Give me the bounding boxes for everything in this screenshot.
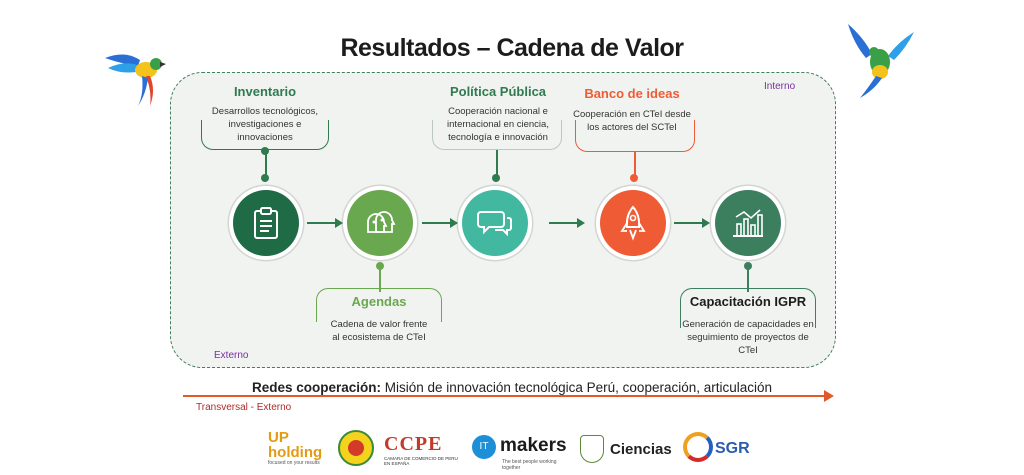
itmakers-logo: IT makers The best people working togeth… [472,433,572,471]
flow-arrow [674,218,710,228]
ciencias-logo: Ciencias [580,433,675,467]
inventario-text: Desarrollos tecnológicos, investigacione… [211,106,319,143]
redes-text: Misión de innovación tecnológica Perú, c… [381,380,773,395]
redes-cooperacion: Redes cooperación: Misión de innovación … [0,380,1024,395]
banco-bracket [575,120,695,152]
politica-text: Cooperación nacional e internacional en … [447,106,549,143]
itmakers-text: makers [500,435,567,456]
colombia-shield-icon [580,435,604,463]
politica-bracket [432,120,562,150]
connector-dot [261,147,269,155]
capacitacion-title: Capacitación IGPR [689,294,807,309]
banco-text: Cooperación en CTeI desde los actores de… [573,109,691,133]
transversal-arrow [183,390,834,402]
interno-label: Interno [764,81,796,92]
rocket-icon [600,190,666,256]
parrot-left-icon [100,28,180,108]
connector-dot [261,174,269,182]
ccpe-logo-text: CCPE [384,433,443,455]
politica-title: Política Pública [449,84,547,99]
sgr-logo: SGR [683,432,759,468]
parrot-right-icon [838,18,920,100]
agendas-title: Agendas [351,294,407,309]
capacitacion-text: Generación de capacidades en seguimiento… [682,319,814,356]
externo-label: Externo [214,350,249,361]
clipboard-icon [233,190,299,256]
ciencias-text: Ciencias [610,441,672,458]
bar-chart-icon [715,190,781,256]
itmakers-circle: IT [472,435,496,459]
flow-arrow [422,218,458,228]
inventario-bracket [201,120,329,150]
flow-arrow [307,218,343,228]
sgr-swirl-icon [683,432,713,462]
ccpe-logo-sub: CAMARA DE COMERCIO DE PERU EN ESPAÑA [384,456,458,466]
heads-icon [347,190,413,256]
flow-arrow [549,218,585,228]
speech-bubbles-icon [462,190,528,256]
banco-title: Banco de ideas [584,86,680,101]
seal-logo [338,430,374,466]
connector-dot [630,174,638,182]
upholding-logo-text: UP holding [268,429,323,461]
ccpe-logo: CCPE CAMARA DE COMERCIO DE PERU EN ESPAÑ… [384,433,464,466]
connector-dot [492,174,500,182]
inventario-title: Inventario [233,84,297,99]
agendas-text: Cadena de valor frente al ecosistema de … [330,319,428,343]
agendas-bracket [316,288,442,322]
transversal-label: Transversal - Externo [196,402,292,413]
sgr-text: SGR [715,440,750,457]
itmakers-sub: The best people working together [502,459,557,471]
upholding-tagline: focused on your results [268,460,320,466]
capacitacion-bracket [680,288,816,328]
redes-label: Redes cooperación: [251,380,382,395]
upholding-logo: UP holding focused on your results [268,430,330,468]
page-title: Resultados – Cadena de Valor [340,34,684,62]
